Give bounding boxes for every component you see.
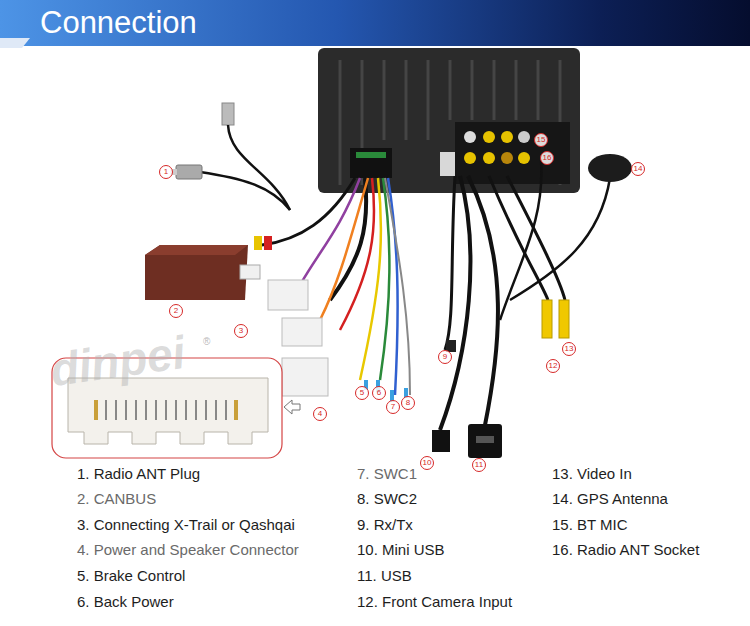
usb-port: [476, 436, 494, 443]
callout-number: 8: [401, 396, 415, 410]
video-cable: [507, 176, 565, 300]
rca-jack: [464, 131, 476, 143]
callout-number: 5: [355, 386, 369, 400]
usb-cable: [468, 176, 498, 425]
legend-item: 6. Back Power: [77, 593, 174, 611]
rca-plug: [254, 236, 262, 250]
white-connector: [282, 318, 322, 346]
callout-number: 15: [534, 133, 548, 147]
legend-item: 8. SWC2: [357, 490, 417, 508]
legend-item: 9. Rx/Tx: [357, 516, 413, 534]
mini-usb: [432, 430, 450, 452]
page-title: Connection: [40, 5, 197, 41]
callout-number: 16: [540, 151, 554, 165]
canbus-top: [145, 245, 248, 255]
socket-tab: [356, 152, 386, 158]
callout-number: 6: [372, 386, 386, 400]
callout-number: 4: [313, 407, 327, 421]
legend-item: 3. Connecting X-Trail or Qashqai: [77, 516, 295, 534]
mic-cable: [500, 160, 541, 320]
wire: [320, 178, 368, 320]
rca-jack: [501, 152, 513, 164]
rca-plug: [264, 236, 272, 250]
wire: [380, 178, 389, 380]
rca-yellow: [542, 300, 552, 338]
antenna-cable: [228, 125, 290, 210]
canbus-box: [145, 245, 248, 300]
rca-jack: [518, 131, 530, 143]
callout-number: 2: [169, 304, 183, 318]
wire: [445, 176, 455, 350]
antenna-plug: [176, 165, 202, 179]
legend-item: 4. Power and Speaker Connector: [77, 541, 299, 559]
power-socket: [350, 148, 392, 178]
gps-cable: [510, 178, 610, 300]
legend-item: 2. CANBUS: [77, 490, 156, 508]
legend-item: 7. SWC1: [357, 465, 417, 483]
legend-item: 13. Video In: [552, 465, 632, 483]
wire-terminal: [366, 380, 406, 402]
gps-puck: [588, 154, 632, 182]
wire: [300, 178, 360, 285]
callout-number: 10: [420, 456, 434, 470]
legend-item: 10. Mini USB: [357, 541, 445, 559]
rca-jack: [518, 152, 530, 164]
antenna-cable: [200, 172, 290, 210]
canbus-plug: [240, 265, 260, 279]
usb-plug: [468, 424, 502, 458]
legend-item: 15. BT MIC: [552, 516, 628, 534]
white-connector: [268, 280, 308, 310]
rca-jack: [501, 131, 513, 143]
callout-number: 1: [159, 165, 173, 179]
wire: [360, 178, 381, 380]
callout-number: 14: [631, 162, 645, 176]
legend-item: 16. Radio ANT Socket: [552, 541, 699, 559]
wire: [388, 178, 398, 395]
rca-jack: [483, 131, 495, 143]
legend-item: 14. GPS Antenna: [552, 490, 668, 508]
callout-number: 9: [438, 350, 452, 364]
gold-pins: [96, 400, 236, 420]
wire: [385, 178, 410, 395]
registered-mark: ®: [203, 336, 210, 347]
callout-number: 13: [562, 342, 576, 356]
callout-number: 11: [472, 458, 486, 472]
callout-number: 3: [234, 324, 248, 338]
usb-cable: [440, 176, 470, 430]
white-connector: [282, 358, 328, 396]
callout-number: 7: [386, 400, 400, 414]
callout-number: 12: [546, 359, 560, 373]
rca-jack: [464, 152, 476, 164]
header-wedge: [0, 38, 30, 48]
rca-yellow: [559, 300, 569, 338]
connector-pins: [96, 400, 226, 420]
legend-item: 12. Front Camera Input: [357, 593, 512, 611]
port-panel: [455, 122, 570, 184]
legend-item: 1. Radio ANT Plug: [77, 465, 200, 483]
zoom-arrow: [284, 400, 300, 414]
antenna-socket: [222, 103, 234, 125]
rca-jack: [483, 152, 495, 164]
legend-item: 11. USB: [357, 567, 412, 585]
legend-item: 5. Brake Control: [77, 567, 185, 585]
